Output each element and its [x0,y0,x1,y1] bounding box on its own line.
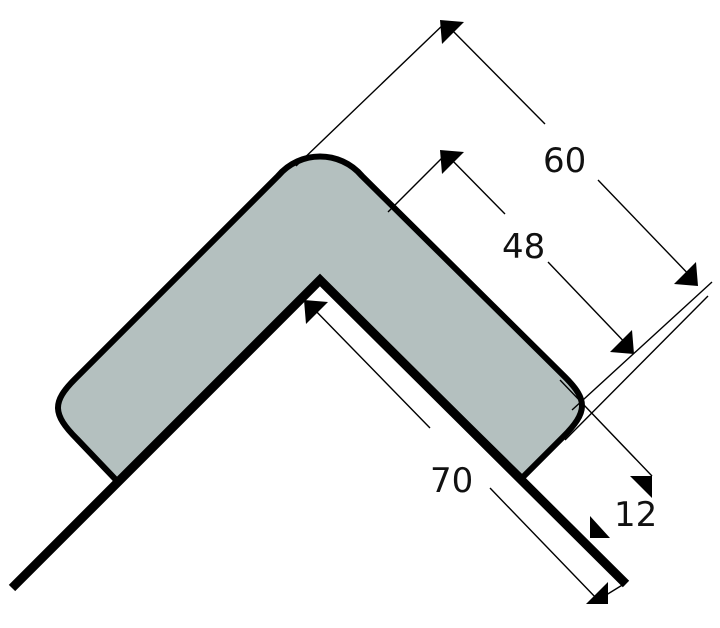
metal-angle [8,273,630,592]
dimension-arrows [304,20,698,604]
arrow-60-bottom [674,262,698,286]
arrow-70-top [304,300,328,324]
dimension-label-70: 70 [430,461,473,501]
arrow-70-bottom [586,582,608,604]
rubber-profile [55,153,585,485]
arrow-48-bottom [610,330,634,354]
dimension-label-48: 48 [502,227,545,267]
arrow-48-top [440,150,464,174]
dimension-lines [295,21,713,601]
arrow-12-top [630,476,652,498]
dimension-label-12: 12 [614,495,657,535]
dimension-label-60: 60 [543,141,586,181]
arrow-60-top [440,20,464,44]
arrow-12-bottom [590,516,610,538]
